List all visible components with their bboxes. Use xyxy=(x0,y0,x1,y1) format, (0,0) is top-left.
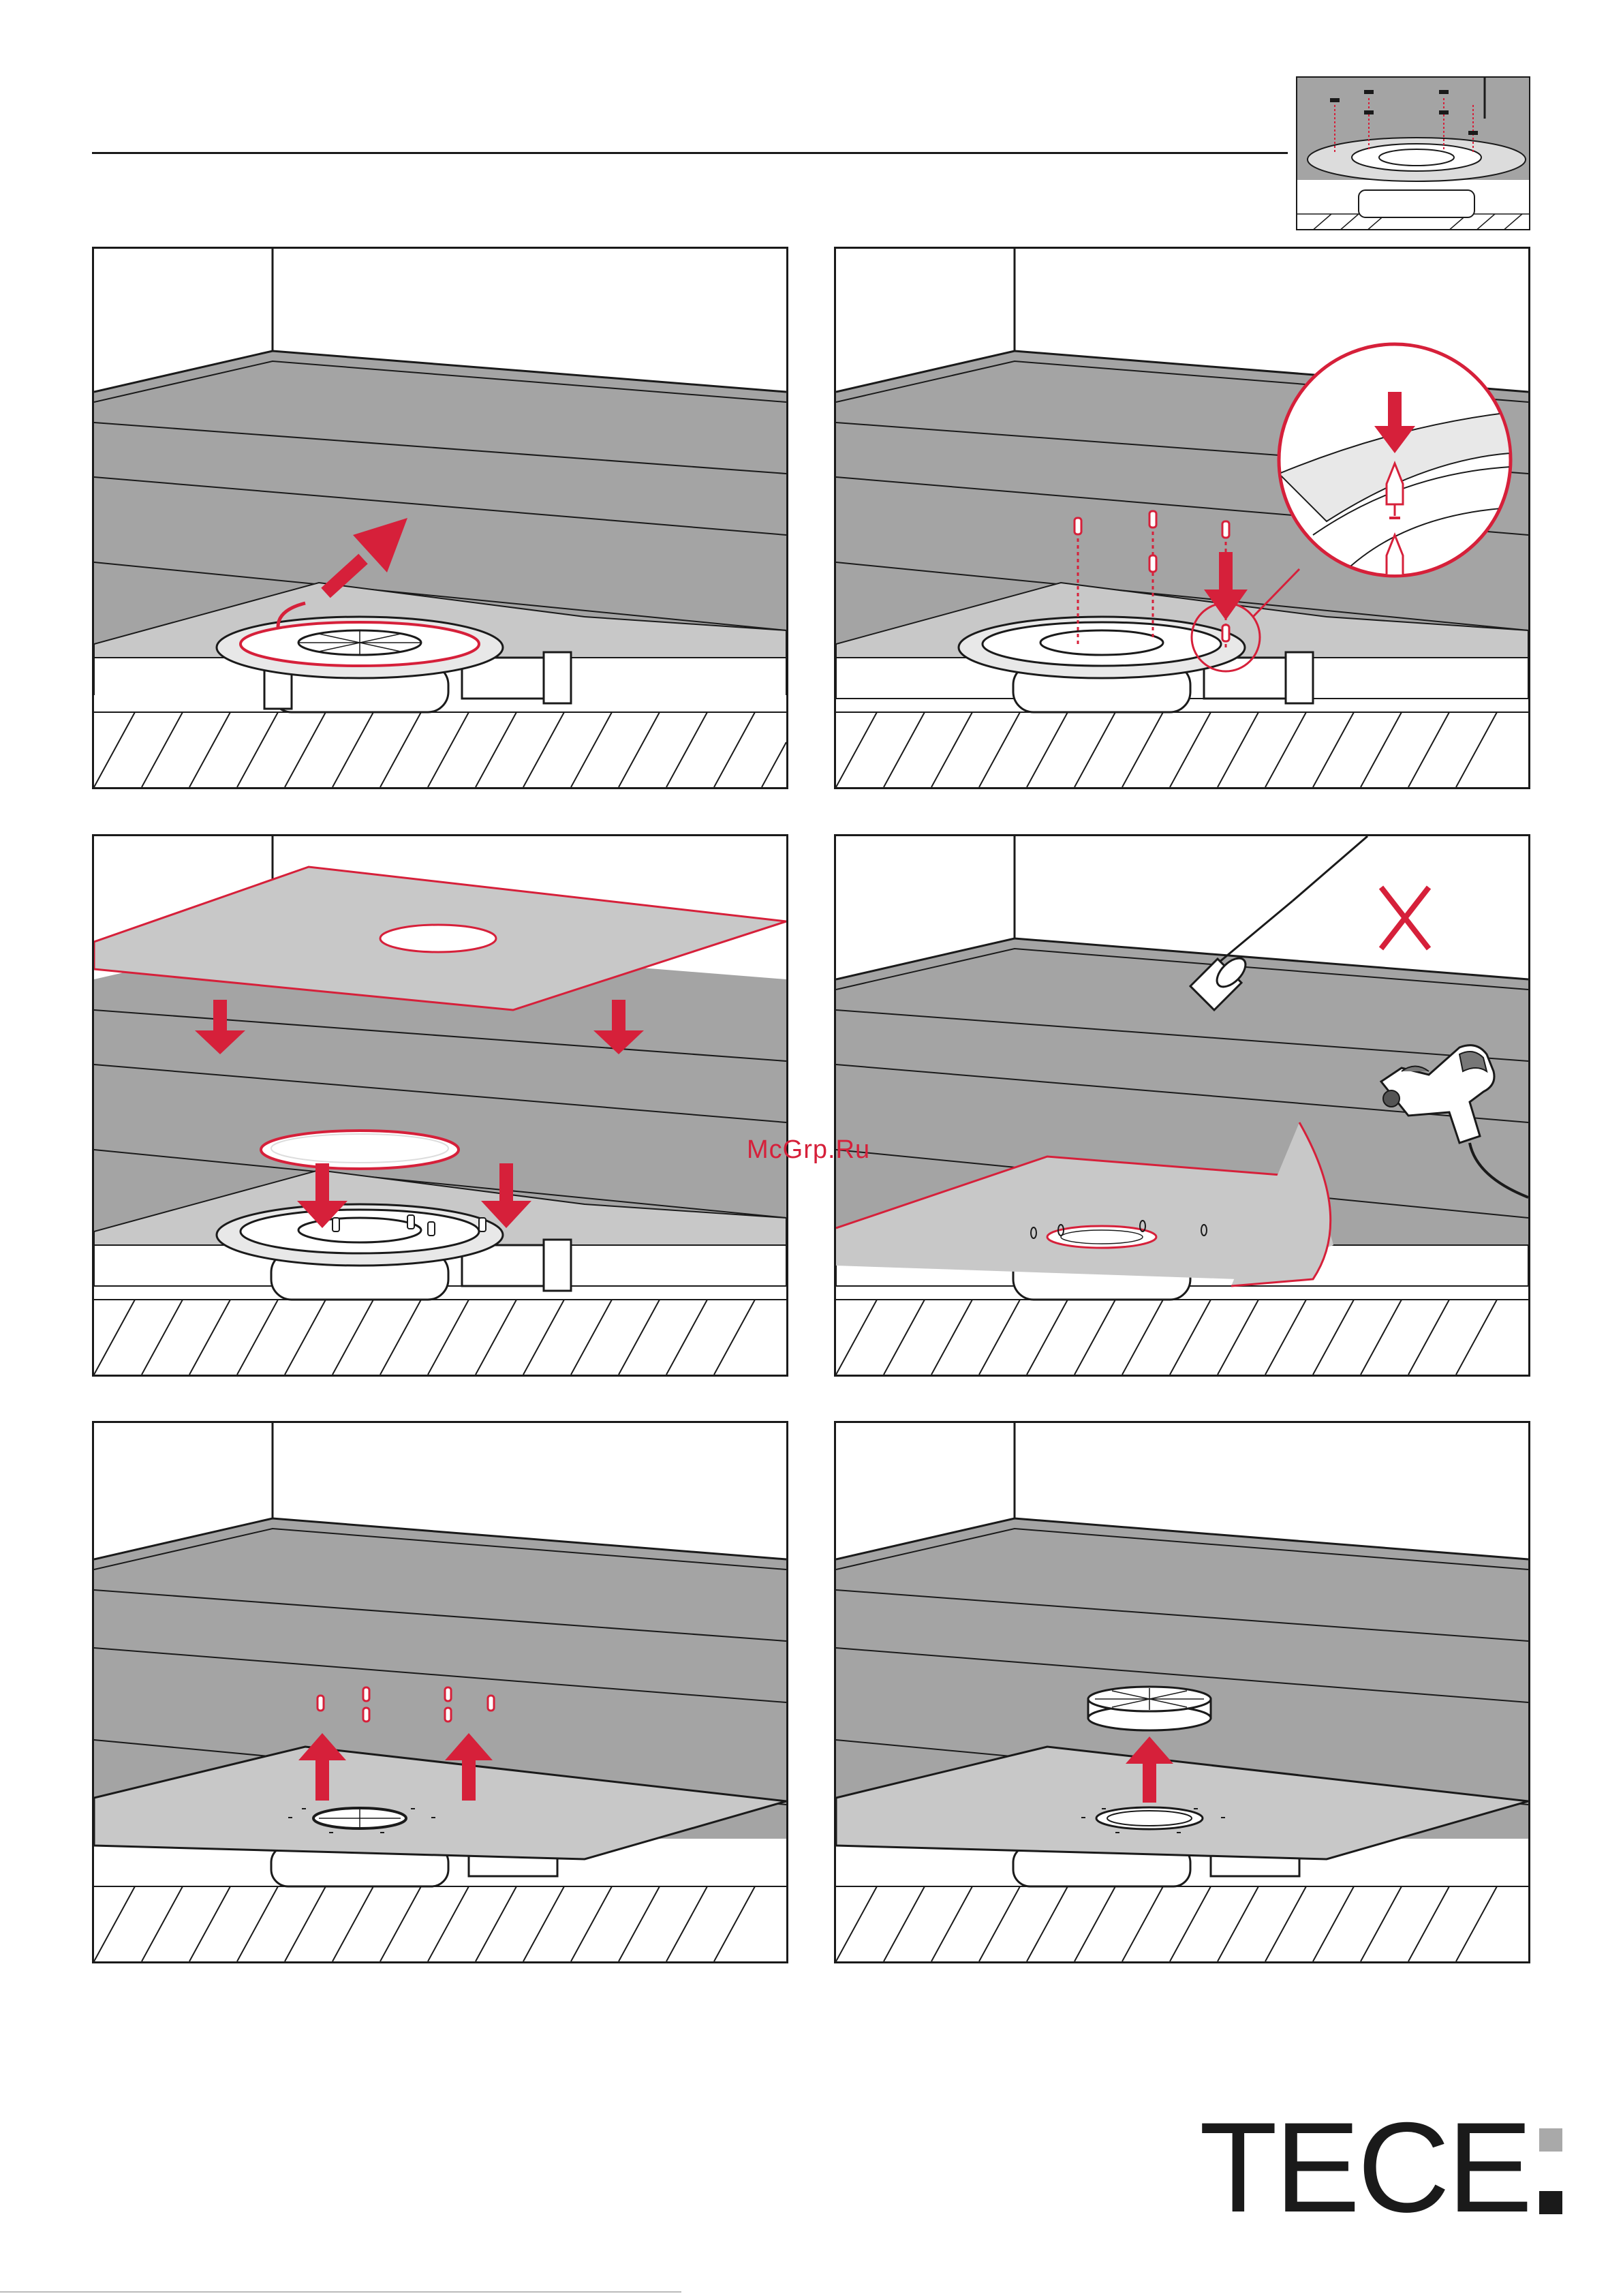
footer-rule xyxy=(0,2291,681,2293)
brand-logo: TECE xyxy=(1199,2116,1566,2218)
seal-ring-icon xyxy=(261,1131,459,1169)
step-panel-2 xyxy=(834,247,1530,789)
watermark-text: McGrp.Ru xyxy=(747,1135,870,1165)
header-rule xyxy=(92,152,1288,154)
detail-magnifier-icon xyxy=(1279,344,1511,576)
step-panel-4 xyxy=(834,834,1530,1377)
overview-thumbnail xyxy=(1296,76,1530,230)
step-panel-5 xyxy=(92,1421,788,1963)
step-panel-1 xyxy=(92,247,788,789)
brand-logo-mark xyxy=(1539,2128,1566,2214)
brand-logo-text: TECE xyxy=(1199,2116,1530,2218)
cover-ring-icon xyxy=(1088,1687,1211,1730)
step-panel-3 xyxy=(92,834,788,1377)
step-panel-6 xyxy=(834,1421,1530,1963)
